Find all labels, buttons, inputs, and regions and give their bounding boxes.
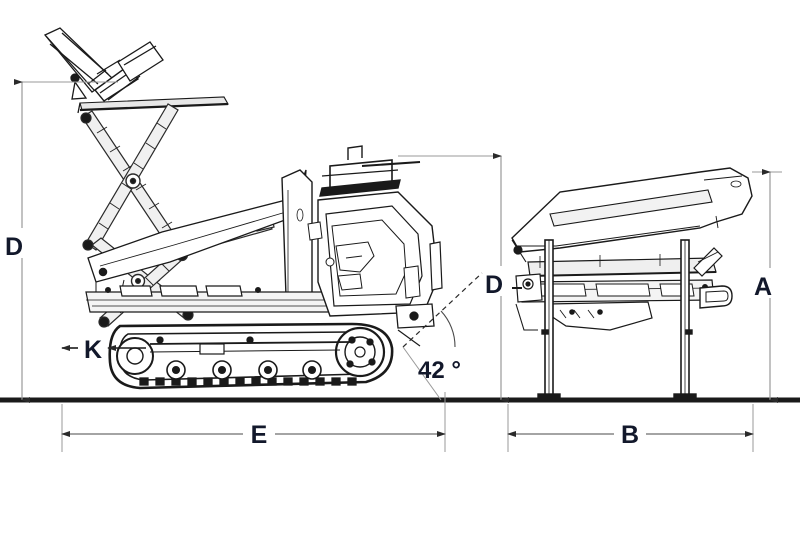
dimension-label-e: E [251, 421, 268, 449]
dimension-e: E [61, 392, 446, 452]
rear-hitch [395, 303, 435, 347]
dimension-label-d-right: D [485, 271, 503, 299]
dimension-b: B [507, 404, 754, 452]
dimension-a: A [752, 169, 782, 403]
rubber-track-assembly [108, 322, 394, 390]
dimension-k: K [61, 336, 146, 364]
dimension-d-left: D [5, 79, 118, 403]
angle-base-line [402, 346, 442, 401]
front-view-machine [511, 167, 753, 401]
dimension-d-right: D [398, 153, 509, 403]
engine-and-controls [307, 145, 443, 317]
departure-angle-annotation: 42 ° [402, 272, 483, 401]
angle-label: 42 ° [418, 357, 461, 384]
dimension-label-b: B [621, 421, 639, 449]
angle-arc [440, 310, 456, 348]
skip-body [87, 169, 313, 309]
dimension-label-a: A [754, 273, 772, 301]
dump-bed-raised [43, 27, 229, 114]
angle-reference-dashed-line [402, 272, 483, 348]
side-view-machine [43, 27, 443, 390]
dimension-label-k: K [84, 336, 102, 364]
front-dump-bed [511, 167, 753, 277]
dimension-label-d-left: D [5, 233, 23, 261]
